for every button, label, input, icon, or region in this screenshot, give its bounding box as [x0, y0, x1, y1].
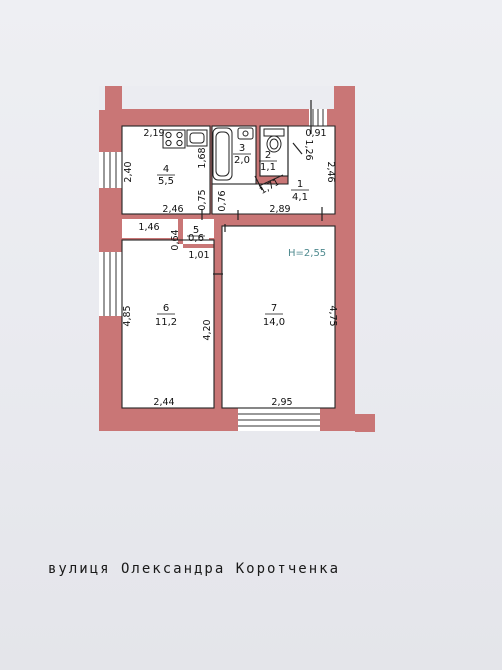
- washbasin-icon: [237, 127, 254, 140]
- room-1-hall-left: [212, 184, 288, 214]
- window-room-6: [99, 252, 122, 316]
- dimension-room6-right: 4,20: [202, 319, 213, 340]
- door-marks: [201, 100, 323, 275]
- stove-icon: [162, 129, 186, 149]
- room-number: 2: [265, 150, 271, 161]
- bathtub-icon: [212, 127, 233, 181]
- corner-notch-left: [99, 86, 105, 110]
- room-area: 14,0: [263, 317, 285, 328]
- dimension-passage-b: 0,76: [217, 190, 228, 211]
- dimension-hall-bottom: 2,89: [269, 204, 290, 215]
- dimension-corner-top: 0,91: [305, 128, 326, 139]
- room-label-1: 14,1: [291, 179, 309, 203]
- dimension-kitchen-bottom: 2,46: [162, 204, 183, 215]
- dimension-closet-bottom: 1,01: [188, 250, 209, 261]
- top-notch: [122, 86, 334, 109]
- room-area: 1,1: [260, 162, 276, 173]
- bottom-right-ledge: [355, 414, 375, 432]
- room-number: 3: [239, 143, 245, 154]
- dimension-room7-right: 4,75: [327, 305, 338, 326]
- room-area: 0,6: [188, 233, 204, 244]
- room-number: 6: [163, 303, 169, 314]
- dimension-closet-top: 1,46: [138, 222, 159, 233]
- dimension-closet-side: 0,64: [170, 229, 181, 250]
- room-label-4: 45,5: [157, 164, 175, 187]
- dimension-room6-bottom: 2,44: [153, 397, 174, 408]
- dimension-toilet-right: 1,26: [303, 139, 314, 160]
- room-area: 11,2: [155, 317, 177, 328]
- room-6-living: [122, 240, 214, 408]
- room-label-5: 50,6: [187, 225, 205, 244]
- partition-6-7: [214, 214, 222, 408]
- room-4-kitchen: [122, 126, 210, 214]
- dimension-room7-bottom: 2,95: [271, 397, 292, 408]
- room-5-closet: [183, 224, 209, 244]
- dimension-kitchen-left: 2,40: [123, 161, 134, 182]
- street-caption: вулиця Олександра Коротченка: [48, 561, 341, 577]
- room-number: 5: [193, 225, 199, 236]
- room-label-3: 32,0: [233, 143, 251, 166]
- dimension-hall-right: 2,46: [325, 161, 336, 182]
- room-outlines: [121, 125, 336, 409]
- room-2-toilet: [260, 126, 288, 176]
- partition: [122, 214, 335, 219]
- room-number: 4: [163, 164, 169, 175]
- room-label-2: 21,1: [259, 150, 277, 173]
- room-number: 7: [271, 303, 277, 314]
- dimension-passage-a: 0,75: [197, 189, 208, 210]
- dimension-kitchen-top: 2,19: [143, 128, 164, 139]
- dimension-bath-left: 1,68: [197, 147, 208, 168]
- window-room-7: [238, 408, 320, 431]
- closet-wall: [178, 219, 183, 244]
- toilet-icon: [263, 128, 285, 153]
- room-area: 5,5: [158, 176, 174, 187]
- diagonal-wall: [258, 174, 284, 187]
- ceiling-height-label: Н=2,55: [288, 248, 326, 259]
- room-number: 1: [297, 179, 303, 190]
- room-label-6: 611,2: [155, 303, 177, 328]
- room-label-7: 714,0: [263, 303, 285, 328]
- closet-wall-bottom: [183, 244, 214, 248]
- dimension-room6-left: 4,85: [122, 305, 133, 326]
- room-1-hall-right: [288, 126, 335, 214]
- top-window: [309, 109, 327, 126]
- window-kitchen: [99, 152, 122, 188]
- room-area: 2,0: [234, 155, 250, 166]
- room-3-bathroom: [212, 126, 256, 184]
- room-area: 4,1: [292, 192, 308, 203]
- sink-icon: [186, 129, 208, 147]
- room-7-living: [222, 226, 335, 408]
